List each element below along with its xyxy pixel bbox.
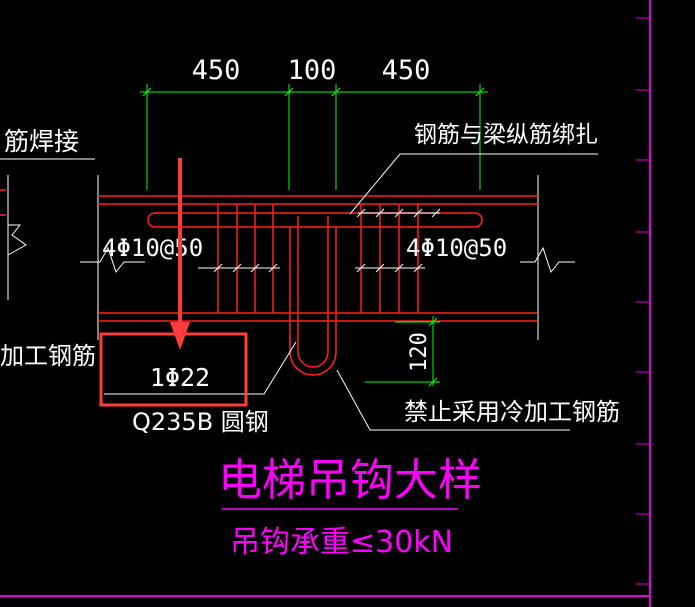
dim-middle: 100 (288, 55, 337, 86)
stirrups (217, 204, 419, 313)
hook-rebar (147, 212, 483, 376)
label-stirrup-right: 4Φ10@50 (406, 234, 507, 262)
stirrup-ticks (198, 208, 441, 273)
dimension-chain (140, 84, 488, 190)
drawing-frame (0, 0, 651, 607)
down-arrow-icon (170, 158, 190, 350)
label-stirrup-left: 4Φ10@50 (102, 234, 203, 262)
detail-title: 电梯吊钩大样 (218, 455, 482, 506)
highlight-box (99, 332, 248, 407)
label-tie-note: 钢筋与梁纵筋绑扎 (414, 122, 598, 148)
dim-right: 450 (382, 55, 431, 86)
label-cold-left: 加工钢筋 (0, 342, 96, 370)
dim-left: 450 (192, 55, 241, 86)
left-column-edge (7, 175, 27, 300)
label-material: Q235B 圆钢 (132, 408, 269, 436)
frame-ticks (636, 17, 650, 585)
detail-subtitle: 吊钩承重≤30kN (230, 525, 453, 560)
hook-depth-dimension (365, 316, 440, 387)
leader-lines (104, 153, 598, 431)
label-hook-bar: 1Φ22 (150, 363, 210, 392)
label-forbid-note: 禁止采用冷加工钢筋 (404, 398, 620, 426)
beam-rebars (0, 189, 538, 322)
label-weld-left: 筋焊接 (4, 127, 79, 156)
dim-hook-depth: 120 (407, 332, 432, 372)
